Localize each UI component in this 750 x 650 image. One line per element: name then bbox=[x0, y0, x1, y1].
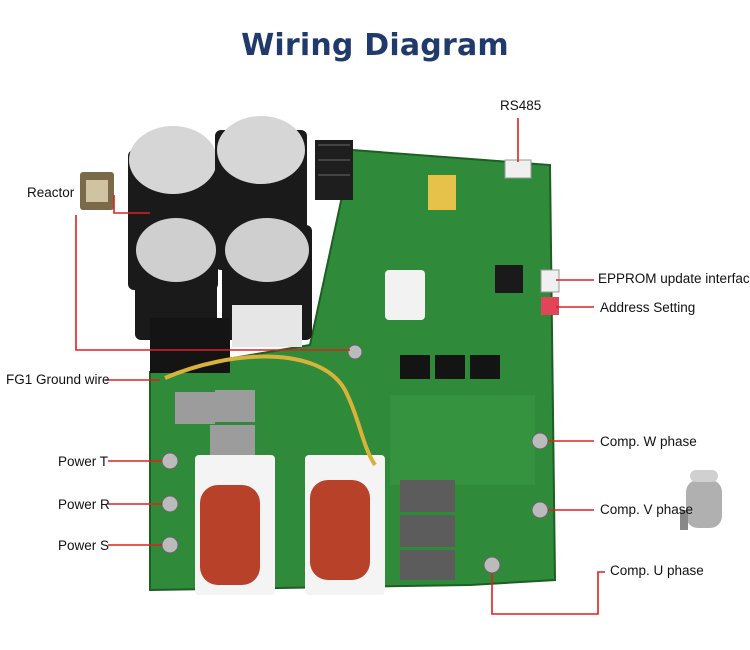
white-connector bbox=[385, 270, 425, 320]
relay bbox=[232, 305, 302, 347]
choke-coil-left bbox=[195, 455, 275, 595]
ground-wire bbox=[164, 354, 377, 467]
power-r-label: Power R bbox=[58, 497, 110, 512]
heatsink bbox=[315, 140, 353, 200]
eeprom-label: EPPROM update interface bbox=[598, 271, 750, 286]
pcb-dot-area bbox=[390, 395, 535, 485]
reactor-component bbox=[80, 172, 114, 210]
module-3 bbox=[400, 550, 455, 580]
comp-u-label: Comp. U phase bbox=[610, 563, 704, 578]
transformer bbox=[428, 175, 456, 210]
pointer-reactor-link bbox=[75, 215, 350, 351]
fg1-ground-label: FG1 Ground wire bbox=[6, 372, 110, 387]
x-capacitor-2 bbox=[215, 390, 255, 422]
ic-chip bbox=[495, 265, 523, 293]
terminal-w bbox=[531, 432, 549, 450]
terminal-fg1 bbox=[347, 344, 363, 360]
terminal-t bbox=[161, 452, 179, 470]
power-t-label: Power T bbox=[58, 454, 109, 469]
comp-w-label: Comp. W phase bbox=[600, 434, 697, 449]
comp-v-label: Comp. V phase bbox=[600, 502, 694, 517]
ic-row-1 bbox=[400, 355, 430, 379]
reactor-label: Reactor bbox=[27, 185, 75, 200]
x-capacitor-1 bbox=[175, 392, 215, 424]
terminal-s bbox=[161, 536, 179, 554]
compressor-icon bbox=[680, 470, 722, 530]
diagram-title: Wiring Diagram bbox=[241, 28, 509, 63]
choke-coil-right bbox=[305, 455, 385, 595]
rs485-label: RS485 bbox=[500, 98, 542, 113]
module-2 bbox=[400, 515, 455, 547]
terminal-u bbox=[483, 556, 501, 574]
capacitor-bank bbox=[128, 116, 312, 340]
dip-switch bbox=[541, 297, 559, 315]
pointer-reactor bbox=[113, 195, 150, 214]
rs485-connector bbox=[504, 159, 532, 179]
power-s-label: Power S bbox=[58, 538, 110, 553]
terminal-r bbox=[161, 495, 179, 513]
x-capacitor-3 bbox=[210, 425, 255, 457]
pointer-comp-u bbox=[491, 571, 605, 615]
ic-row-3 bbox=[470, 355, 500, 379]
ic-row-2 bbox=[435, 355, 465, 379]
module-1 bbox=[400, 480, 455, 512]
eeprom-connector bbox=[540, 269, 560, 293]
terminal-v bbox=[531, 501, 549, 519]
address-setting-label: Address Setting bbox=[600, 300, 696, 315]
pointer-lines bbox=[75, 118, 605, 615]
power-block bbox=[150, 318, 230, 373]
